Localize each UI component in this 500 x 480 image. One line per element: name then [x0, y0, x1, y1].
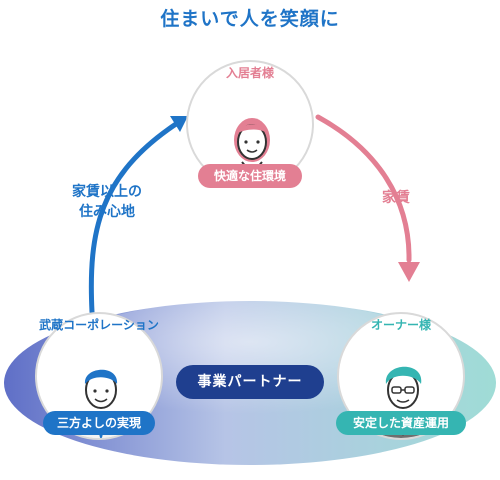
- left-arrow-label: 家賃以上の 住み心地: [52, 182, 162, 222]
- arrow-left-head: [170, 116, 188, 132]
- resident-pill: 快適な住環境: [198, 164, 302, 188]
- company-pill: 三方よしの実現: [43, 411, 155, 435]
- left-arrow-label-line2: 住み心地: [79, 204, 135, 220]
- arrow-right-head: [398, 262, 420, 282]
- page-title: 住まいで人を笑顔に: [160, 8, 340, 30]
- arrow-left-path: [88, 121, 179, 315]
- owner-role: オーナー様: [370, 318, 431, 332]
- company-role: 武蔵コーポレーション: [39, 318, 159, 332]
- business-partner-pill: 事業パートナー: [176, 365, 324, 399]
- owner-pill: 安定した資産運用: [336, 411, 466, 435]
- arrow-right-path: [315, 114, 412, 263]
- right-arrow-label: 家賃: [382, 190, 410, 206]
- left-arrow-label-line1: 家賃以上の: [72, 184, 142, 200]
- resident-role: 入居者様: [225, 66, 274, 80]
